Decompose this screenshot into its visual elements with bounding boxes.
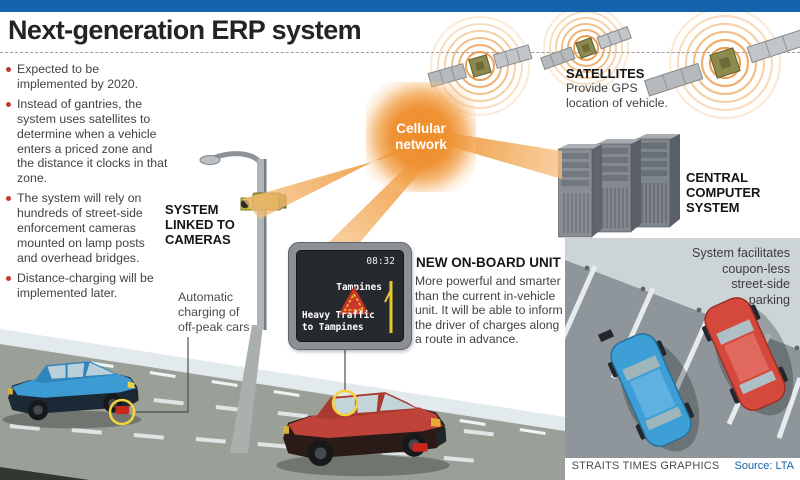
list-item: Instead of gantries, the system uses sat… <box>6 97 168 186</box>
beam-to-camera <box>242 145 406 219</box>
offpeak-note: Automatic charging of off-peak cars <box>178 290 250 334</box>
key-points-list: Expected to be implemented by 2020. Inst… <box>6 62 168 306</box>
satellite-icon <box>643 6 800 120</box>
cameras-heading: SYSTEM LINKED TO CAMERAS <box>165 202 235 247</box>
bullet-dot <box>6 196 11 202</box>
key-point-text: Instead of gantries, the system uses sat… <box>17 96 168 186</box>
display-destination: Tampines <box>336 282 382 293</box>
server-icon <box>558 134 680 238</box>
display-alert: Heavy Traffic to Tampines <box>302 310 375 333</box>
highlight-circle-red-car <box>331 389 359 417</box>
cellular-network-node: Cellular network <box>366 82 476 192</box>
title-divider <box>0 52 800 53</box>
warning-triangle-icon <box>338 285 370 315</box>
lamp-pole-shade <box>264 159 267 330</box>
highlight-circle-blue-car <box>108 398 136 426</box>
near-curb <box>0 467 90 480</box>
bullet-dot <box>6 67 11 72</box>
route-line-icon <box>384 281 393 333</box>
lamp-head <box>199 155 221 165</box>
red-car <box>276 392 450 477</box>
onboard-unit-on-car <box>115 405 130 415</box>
onboard-unit-screen: 08:32 Tampines Heavy Traffic to Tampines <box>296 250 404 342</box>
lamp-pole <box>257 159 266 330</box>
parking-scene <box>565 238 800 458</box>
page-title: Next-generation ERP system <box>8 15 362 45</box>
road-scene <box>0 325 565 480</box>
note-connector-line <box>136 337 189 413</box>
central-computer-heading: CENTRAL COMPUTER SYSTEM <box>686 170 761 215</box>
beam-to-servers <box>450 133 562 179</box>
parking-caption: System facilitates coupon-less street-si… <box>692 246 790 307</box>
parked-blue-car <box>597 329 700 452</box>
blue-car <box>2 361 142 429</box>
parked-red-car <box>702 297 794 416</box>
parking-panel: System facilitates coupon-less street-si… <box>565 238 800 458</box>
bullet-dot <box>6 101 11 107</box>
satellites-description: Provide GPS location of vehicle. <box>566 81 668 110</box>
sidewalk <box>0 329 565 431</box>
onboard-unit-display: 08:32 Tampines Heavy Traffic to Tampines <box>288 242 412 350</box>
satellites-label: SATELLITES Provide GPS location of vehic… <box>566 66 668 111</box>
key-point-text: Expected to be implemented by 2020. <box>17 62 138 91</box>
onboard-unit-heading: NEW ON-BOARD UNIT <box>416 255 561 270</box>
lamp-post-base <box>230 325 263 453</box>
satellites-heading: SATELLITES <box>566 66 645 81</box>
onboard-unit-description: More powerful and smarter than the curre… <box>415 274 563 347</box>
top-blue-bar <box>0 0 800 12</box>
source-credit: Source: LTA <box>734 460 794 472</box>
key-point-text: Distance-charging will be implemented la… <box>17 270 154 300</box>
server-tower <box>558 134 680 238</box>
key-point-text: The system will rely on hundreds of stre… <box>17 191 145 265</box>
graphics-credit: STRAITS TIMES GRAPHICS <box>571 460 720 472</box>
satellite-icon <box>427 16 533 116</box>
list-item: Distance-charging will be implemented la… <box>6 271 168 301</box>
list-item: The system will rely on hundreds of stre… <box>6 191 168 266</box>
bullet-dot <box>6 275 11 281</box>
footer-credit: STRAITS TIMES GRAPHICS Source: LTA <box>572 460 794 472</box>
cellular-network-label: Cellular network <box>395 121 447 152</box>
list-item: Expected to be implemented by 2020. <box>6 62 168 92</box>
display-time: 08:32 <box>366 256 395 267</box>
